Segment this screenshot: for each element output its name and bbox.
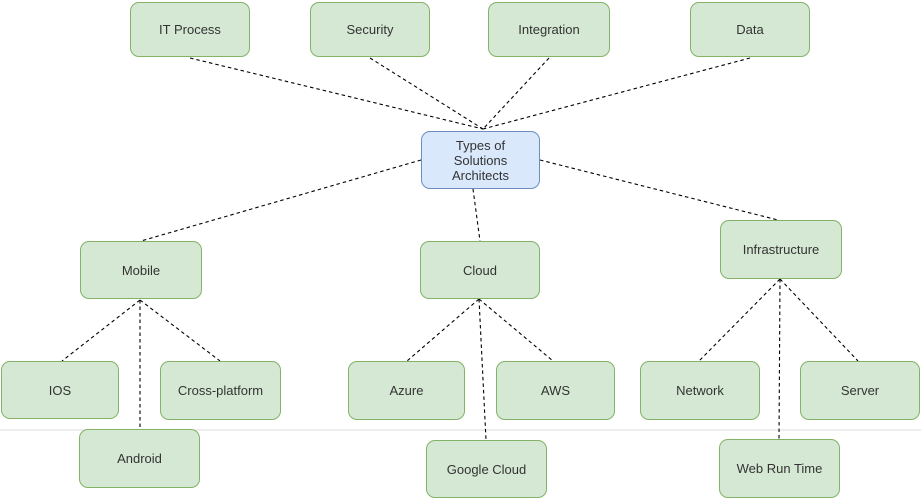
node-data[interactable]: Data (690, 2, 810, 57)
edge-infrastructure-to-server[interactable] (779, 278, 859, 362)
edge-center-to-cloud[interactable] (472, 188, 481, 242)
node-security[interactable]: Security (310, 2, 430, 57)
node-web-run-time[interactable]: Web Run Time (719, 439, 840, 498)
node-label: Android (117, 451, 162, 466)
node-aws[interactable]: AWS (496, 361, 615, 420)
node-infrastructure[interactable]: Infrastructure (720, 220, 842, 279)
node-ios[interactable]: IOS (1, 361, 119, 419)
node-label: IOS (48, 382, 72, 398)
node-center[interactable]: Types of Solutions Architects (421, 131, 540, 189)
node-network[interactable]: Network (640, 361, 760, 420)
node-label: Google Cloud (446, 461, 527, 477)
edge-mobile-to-cross-platform[interactable] (139, 299, 221, 362)
node-server[interactable]: Server (800, 361, 920, 420)
node-mobile[interactable]: Mobile (80, 241, 202, 299)
edge-integration-to-center[interactable] (482, 57, 550, 130)
edge-center-to-mobile[interactable] (140, 159, 422, 242)
node-label: Cloud (463, 262, 497, 278)
node-label: Mobile (121, 262, 161, 278)
node-label: Integration (518, 22, 580, 37)
edge-security-to-center[interactable] (369, 57, 484, 130)
node-cross-platform[interactable]: Cross-platform (160, 361, 281, 420)
node-cloud[interactable]: Cloud (420, 241, 540, 299)
edge-infrastructure-to-web-run-time[interactable] (778, 278, 781, 440)
edge-mobile-to-ios[interactable] (61, 299, 141, 362)
edge-cloud-to-google-cloud[interactable] (478, 298, 487, 441)
node-label: Security (346, 22, 394, 37)
edge-cloud-to-azure[interactable] (406, 298, 480, 362)
node-android[interactable]: Android (79, 429, 200, 488)
node-label: Infrastructure (742, 242, 820, 257)
node-label: Network (676, 383, 724, 398)
node-label: Web Run Time (736, 461, 823, 476)
node-google-cloud[interactable]: Google Cloud (426, 440, 547, 498)
edge-cloud-to-aws[interactable] (478, 298, 554, 362)
edge-center-to-infrastructure[interactable] (539, 159, 779, 221)
node-label: Cross-platform (177, 383, 264, 398)
node-azure[interactable]: Azure (348, 361, 465, 420)
node-label: Server (840, 383, 880, 398)
node-label: Azure (389, 383, 424, 398)
edge-data-to-center[interactable] (482, 57, 751, 130)
node-integration[interactable]: Integration (488, 2, 610, 57)
edge-infrastructure-to-network[interactable] (698, 278, 781, 362)
node-label: Types of Solutions Architects (451, 137, 510, 183)
node-it-process[interactable]: IT Process (130, 2, 250, 57)
node-label: Data (736, 22, 764, 37)
node-label: AWS (540, 383, 571, 398)
edge-it-process-to-center[interactable] (189, 57, 484, 130)
node-label: IT Process (159, 22, 221, 37)
